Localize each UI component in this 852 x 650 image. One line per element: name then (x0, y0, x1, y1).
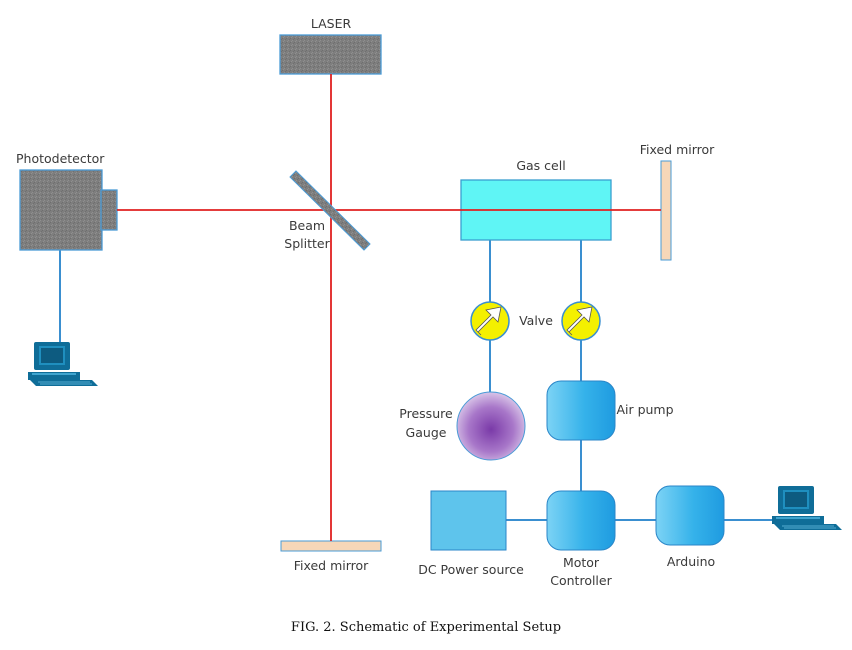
beam-splitter (289, 170, 371, 251)
pressure-gauge-label-line1: Pressure (399, 406, 453, 421)
air-pump (546, 380, 616, 441)
valve-left (470, 301, 510, 341)
pressure-gauge (456, 391, 526, 461)
photodetector-body (19, 169, 103, 251)
valve-right (561, 301, 601, 341)
fixed-mirror-right-label: Fixed mirror (640, 142, 715, 157)
computer-left-icon (27, 341, 99, 387)
gas-cell-label: Gas cell (516, 158, 565, 173)
valve-right-arrow-icon (566, 306, 593, 336)
dc-power-source (430, 490, 507, 551)
laser-beams (117, 74, 661, 541)
motor-controller-label-line2: Controller (550, 573, 612, 588)
photodetector-window (100, 189, 118, 231)
beam-splitter-label-line2: Splitter (284, 236, 330, 251)
connection-lines (59, 240, 776, 521)
computer-right-icon (771, 485, 843, 531)
pressure-gauge-label-line2: Gauge (406, 425, 447, 440)
motor-controller (546, 490, 616, 551)
figure-caption: FIG. 2. Schematic of Experimental Setup (291, 620, 561, 635)
air-pump-label: Air pump (616, 402, 673, 417)
fixed-mirror-bottom-label: Fixed mirror (294, 558, 369, 573)
arduino-label: Arduino (667, 554, 715, 569)
valve-label: Valve (519, 313, 553, 328)
dc-power-source-label: DC Power source (418, 562, 524, 577)
motor-controller-label-line1: Motor (563, 555, 600, 570)
laser-box (279, 34, 382, 75)
photodetector-label: Photodetector (16, 151, 105, 166)
valve-left-arrow-icon (475, 306, 502, 336)
fixed-mirror-bottom (280, 540, 382, 552)
fixed-mirror-right (660, 160, 672, 261)
laser-label: LASER (311, 16, 352, 31)
beam-splitter-label-line1: Beam (289, 218, 325, 233)
arduino (655, 485, 725, 546)
